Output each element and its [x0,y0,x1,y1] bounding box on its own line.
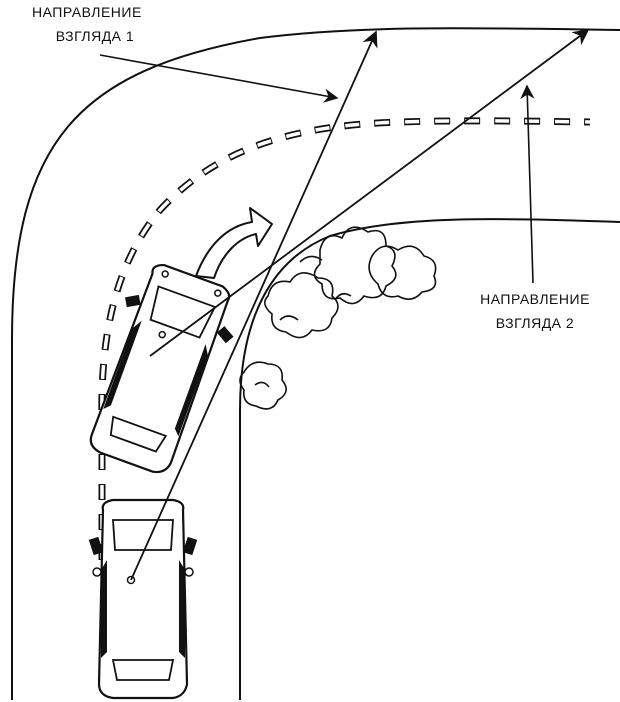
center-dashed-line-inner [100,119,591,560]
outer-road-edge [11,27,620,700]
view-direction-1-line-1: НАПРАВЛЕНИЕ [32,4,142,20]
label-1-pointer [99,54,339,103]
view-direction-1-label: НАПРАВЛЕНИЕ ВЗГЛЯДА 1 [20,0,170,48]
car-upper [89,263,234,474]
label-2-pointer [520,84,535,284]
turn-arrow [195,207,273,279]
bushes [239,226,437,410]
view-direction-2-line-2: ВЗГЛЯДА 2 [495,315,575,331]
sight-line-2 [149,29,590,357]
view-direction-2-line-1: НАПРАВЛЕНИЕ [480,291,590,307]
view-direction-2-label: НАПРАВЛЕНИЕ ВЗГЛЯДА 2 [470,287,600,335]
sight-line-1 [130,30,378,581]
car-lower [88,498,198,700]
view-direction-1-line-2: ВЗГЛЯДА 1 [55,28,135,44]
